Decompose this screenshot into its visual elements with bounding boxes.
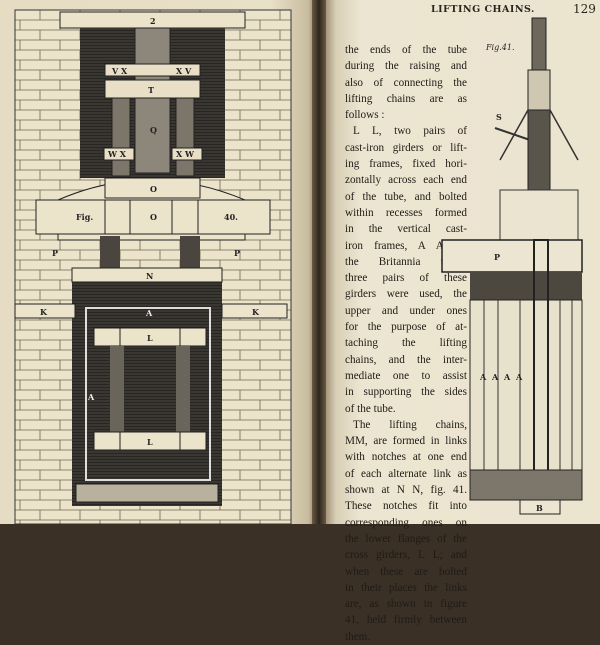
text-line: L L, two pairs of (353, 125, 467, 138)
text-line: girders were used, the (345, 288, 467, 301)
fig40-label-q: Q (150, 125, 157, 135)
fig40-label-k-right: K (252, 307, 260, 317)
text-line: upper and under ones (345, 304, 467, 317)
text-line: cast-iron girders or lift- (345, 141, 467, 154)
text-line: of the tube. (345, 402, 396, 415)
text-line: the Britannia tubes, (345, 255, 467, 268)
fig40-label-p-right: P (234, 248, 240, 258)
body-text: the ends of the tube during the raising a… (345, 42, 467, 645)
text-line: within recesses formed (345, 206, 467, 219)
text-line: lifting chains are as (345, 92, 467, 105)
running-head: LIFTING CHAINS. (431, 4, 535, 15)
text-line: them. (345, 630, 371, 643)
text-line: of each alternate link as (345, 467, 467, 480)
fig40-label-l-lower: L (147, 437, 153, 447)
text-line: The lifting chains, (353, 418, 467, 431)
text-line: during the raising and (345, 60, 467, 73)
text-line: for the purpose of at- (345, 321, 467, 334)
fig40-caption-fig: Fig. (76, 212, 93, 222)
text-line: in their places the links (345, 581, 467, 594)
text-line: also of connecting the (345, 76, 467, 89)
fig40-label-a-side: A (87, 392, 95, 402)
fig40-label-n: N (146, 271, 153, 281)
text-line: chains, and the inter- (345, 353, 467, 366)
text-line: zontally across each end (345, 174, 467, 187)
text-line: mediate one to assist (345, 369, 467, 382)
figure-40-illustration: 2 V X X V T Q W X X W O Fig. O 40. P P N… (14, 9, 292, 524)
fig40-label-o-lower: O (150, 212, 157, 222)
text-line: iron frames, A A. In (345, 239, 467, 252)
text-line: taching the lifting (345, 337, 467, 350)
page-number: 129 (573, 2, 596, 16)
fig40-label-k-left: K (40, 307, 48, 317)
fig40-label-o-upper: O (150, 184, 157, 194)
text-line: of the tube, and bolted (345, 190, 467, 203)
fig40-label-l-upper: L (147, 333, 153, 343)
text-line: These notches fit into (345, 500, 467, 513)
text-line: ing frames, fixed hori- (345, 158, 467, 171)
fig40-caption-number: 40. (224, 212, 238, 222)
fig40-label-xv: X V (176, 66, 192, 76)
text-line: the ends of the tube (345, 44, 467, 56)
fig40-label-p-left: P (52, 248, 58, 258)
text-line: corresponding ones on (345, 516, 467, 529)
text-line: the lower flanges of the (345, 532, 467, 545)
text-line: in supporting the sides (345, 386, 467, 399)
fig40-label-wx: W X (107, 149, 127, 159)
book-spine (312, 0, 326, 524)
text-line: with notches at one end (345, 451, 467, 464)
fig40-label-a-top: A (145, 308, 153, 318)
text-line: three pairs of these (345, 272, 467, 285)
text-line: follows : (345, 109, 385, 122)
text-line: MM, are formed in links (345, 435, 467, 448)
fig40-label-vx: V X (111, 66, 128, 76)
text-line: are, as shown in figure (345, 598, 467, 611)
text-line: when these are bolted (345, 565, 467, 578)
text-line: cross girders, L L; and (345, 549, 467, 562)
fig40-label-xw: X W (176, 149, 195, 159)
text-line: in the vertical cast- (345, 223, 467, 236)
text-line: shown at N N, fig. 41. (345, 484, 467, 497)
text-line: 41, held firmly between (345, 614, 467, 627)
fig40-label-2: 2 (150, 16, 156, 26)
fig40-label-t: T (148, 85, 154, 95)
